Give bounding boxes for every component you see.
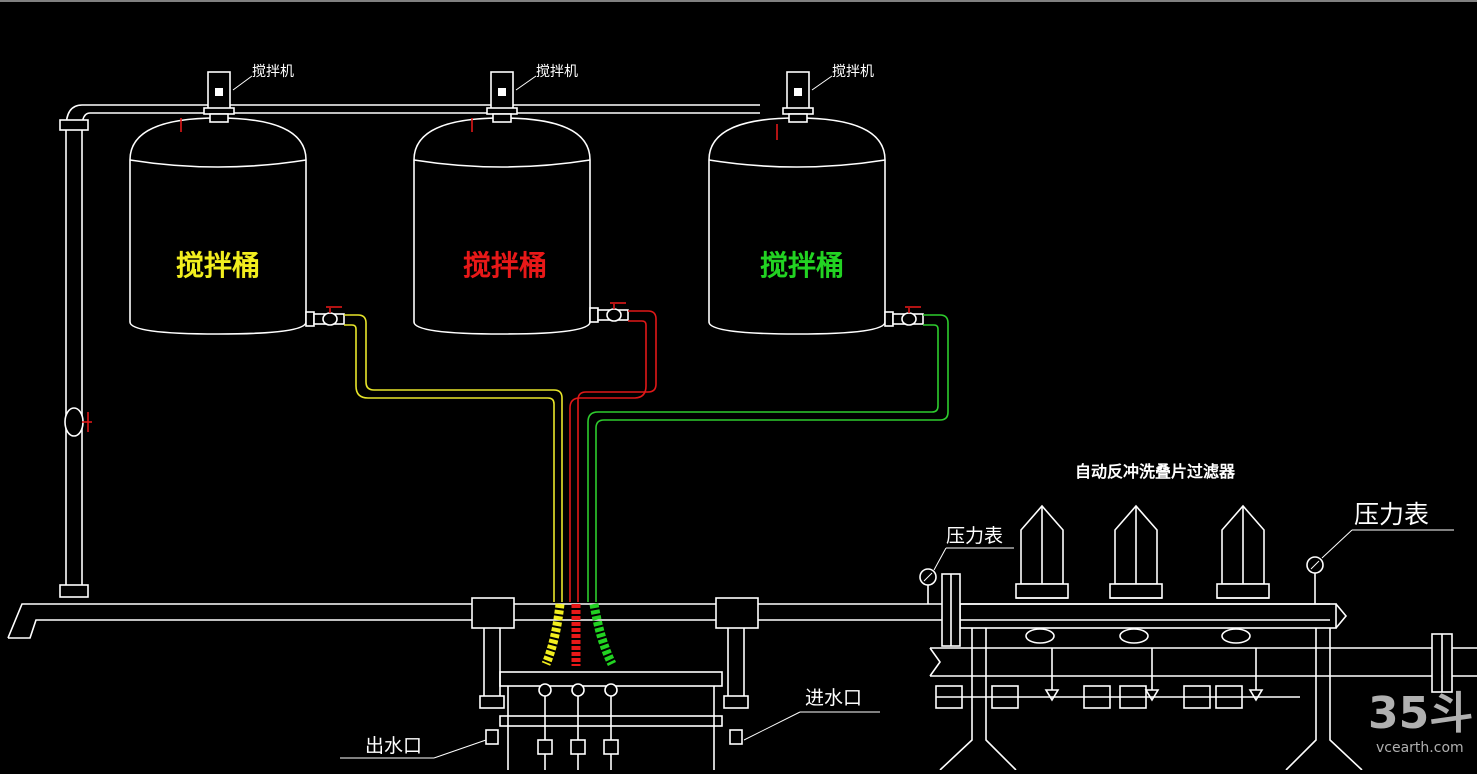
filter-title: 自动反冲洗叠片过滤器: [1075, 462, 1236, 481]
watermark: 35斗 vcearth.com: [1368, 688, 1473, 756]
manifold-valve-3: [603, 683, 619, 770]
mixer-label-2: 搅拌机: [536, 64, 578, 80]
inlet-callout: 进水口: [743, 687, 880, 741]
inlet-label: 进水口: [805, 687, 862, 709]
yellow-discharge-pipe: [344, 314, 563, 602]
mixer-motor-1: [203, 71, 235, 123]
green-discharge-pipe: [587, 314, 949, 602]
tank-2-outlet-valve: [589, 302, 629, 323]
dosing-manifold: [499, 671, 723, 770]
yellow-flex-hose: [541, 603, 565, 666]
mixer-label-3: 搅拌机: [832, 64, 874, 80]
green-flex-hose: [589, 603, 617, 667]
mixer-motor-3: [782, 71, 814, 123]
filter-assembly: [929, 573, 1477, 771]
filter-unit-2: [1109, 504, 1163, 702]
manifold-valve-2: [570, 683, 586, 770]
tank-3-label: 搅拌桶: [760, 249, 844, 282]
main-header-pipe: [7, 597, 1330, 745]
mixer-label-1: 搅拌机: [252, 64, 294, 80]
outlet-label: 出水口: [365, 735, 422, 757]
mixer-motor-2: [486, 71, 518, 123]
mixing-tank-1: 搅拌机 搅拌桶: [129, 64, 345, 335]
manifold-valve-1: [537, 683, 553, 770]
mixer-leader-3: [811, 75, 833, 91]
mixing-tank-2: 搅拌机 搅拌桶: [413, 64, 629, 335]
watermark-logo: 35斗: [1368, 688, 1473, 739]
tank-2-label: 搅拌桶: [463, 249, 547, 282]
pressure-gauge-left: 压力表: [919, 525, 1014, 604]
pressure-gauge-right: 压力表: [1306, 500, 1454, 604]
tank-1-label: 搅拌桶: [176, 249, 260, 282]
filter-unit-3: [1216, 504, 1270, 702]
pressure-gauge-right-label: 压力表: [1354, 500, 1429, 529]
tank-1-outlet-valve: [305, 306, 345, 327]
outlet-callout: 出水口: [340, 735, 487, 759]
mixer-leader-2: [515, 75, 537, 91]
mixer-leader-1: [232, 75, 253, 91]
red-discharge-pipe: [569, 310, 657, 602]
pressure-gauge-left-label: 压力表: [946, 525, 1003, 547]
mixing-tank-3: 搅拌机 搅拌桶: [708, 64, 924, 335]
filter-unit-1: [1015, 504, 1069, 702]
tank-3-outlet-valve: [884, 306, 924, 327]
watermark-site: vcearth.com: [1376, 740, 1464, 756]
top-supply-pipe: [59, 104, 760, 598]
